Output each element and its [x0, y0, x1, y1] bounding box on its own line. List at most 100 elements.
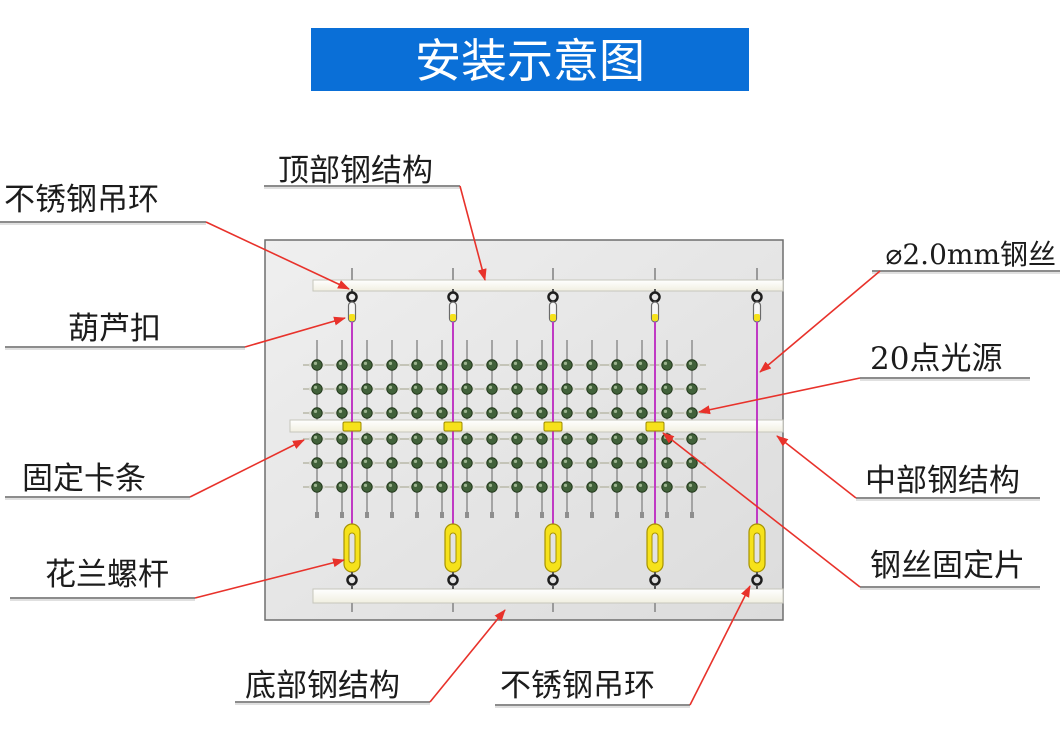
light-point: [661, 359, 673, 371]
light-point: [336, 383, 348, 395]
light-point-highlight: [513, 385, 518, 389]
light-point-highlight: [463, 483, 468, 487]
bottom-hanging-ring: [447, 574, 459, 586]
light-point: [686, 433, 698, 445]
page-title: 安装示意图: [415, 34, 645, 88]
light-point: [511, 457, 523, 469]
light-point: [461, 383, 473, 395]
light-point-highlight: [613, 459, 618, 463]
light-point-highlight: [388, 483, 393, 487]
light-point-highlight: [438, 409, 443, 413]
light-point: [311, 433, 323, 445]
light-point-highlight: [663, 361, 668, 365]
callout-top-structure: 顶部钢结构: [264, 153, 487, 281]
gourd-buckle-latch: [550, 314, 556, 321]
light-point-highlight: [588, 385, 593, 389]
grid-stem-end: [490, 512, 494, 518]
light-points: [309, 359, 700, 493]
light-point-highlight: [538, 459, 543, 463]
light-point: [611, 457, 623, 469]
light-point: [461, 457, 473, 469]
callout-fixing-strip: 固定卡条: [5, 439, 305, 500]
turnbuckle-slot: [753, 532, 761, 564]
callout-top-ring: 不锈钢吊环: [0, 182, 350, 290]
label-middle-structure: 中部钢结构: [865, 463, 1020, 499]
light-point: [561, 359, 573, 371]
grid-stem-end: [515, 512, 519, 518]
callout-gourd-buckle: 葫芦扣: [5, 311, 346, 350]
light-point-highlight: [313, 361, 318, 365]
light-point-highlight: [413, 483, 418, 487]
light-point-highlight: [488, 435, 493, 439]
turnbuckle-slot: [449, 532, 457, 564]
light-point: [661, 383, 673, 395]
light-point: [611, 481, 623, 493]
light-point-highlight: [338, 385, 343, 389]
light-point-highlight: [313, 459, 318, 463]
light-point-highlight: [413, 409, 418, 413]
light-point: [686, 383, 698, 395]
gourd-buckle-latch: [450, 314, 456, 321]
label-gourd-buckle: 葫芦扣: [68, 311, 161, 347]
light-point: [561, 383, 573, 395]
light-point-highlight: [513, 459, 518, 463]
top-steel-structure: [312, 279, 784, 292]
light-point: [636, 359, 648, 371]
bottom-hanging-ring: [547, 574, 559, 586]
grid-stem-end: [340, 512, 344, 518]
light-point-highlight: [513, 483, 518, 487]
light-point-highlight: [613, 435, 618, 439]
grid-stem-end: [565, 512, 569, 518]
light-point-highlight: [463, 435, 468, 439]
light-point-highlight: [513, 435, 518, 439]
wire-fixing-plate: [342, 421, 362, 432]
light-point: [636, 433, 648, 445]
callout-wire-fixing-plate: 钢丝固定片: [662, 432, 1040, 590]
leader-bottom-structure: [429, 609, 506, 703]
callout-bottom-ring: 不锈钢吊环: [495, 585, 751, 708]
light-point-highlight: [663, 483, 668, 487]
light-point-highlight: [688, 385, 693, 389]
wire-fixing-plate: [543, 421, 563, 432]
wire-hardware: [342, 268, 766, 612]
light-point-highlight: [388, 435, 393, 439]
light-point: [411, 457, 423, 469]
light-point-highlight: [663, 409, 668, 413]
light-point: [561, 481, 573, 493]
light-point-highlight: [463, 385, 468, 389]
light-point: [361, 457, 373, 469]
light-point-highlight: [588, 361, 593, 365]
light-point: [586, 407, 598, 419]
light-point-highlight: [438, 385, 443, 389]
gourd-buckle-latch: [652, 314, 658, 321]
light-point: [311, 457, 323, 469]
light-point: [311, 481, 323, 493]
label-top-ring: 不锈钢吊环: [4, 182, 159, 218]
light-point-highlight: [513, 409, 518, 413]
light-point: [386, 407, 398, 419]
light-point-highlight: [613, 409, 618, 413]
light-point-highlight: [413, 459, 418, 463]
label-steel-wire: ⌀2.0mm钢丝: [886, 238, 1057, 271]
light-point: [511, 407, 523, 419]
light-point-highlight: [563, 361, 568, 365]
light-point: [611, 433, 623, 445]
light-point: [636, 407, 648, 419]
light-point-highlight: [688, 361, 693, 365]
light-point: [511, 359, 523, 371]
light-point-highlight: [463, 361, 468, 365]
light-point-highlight: [413, 385, 418, 389]
light-point: [586, 457, 598, 469]
grid-stem-end: [690, 512, 694, 518]
light-point: [661, 407, 673, 419]
bottom-hanging-ring: [346, 574, 358, 586]
light-point-highlight: [563, 385, 568, 389]
light-point-highlight: [538, 409, 543, 413]
light-point: [311, 383, 323, 395]
light-point: [611, 407, 623, 419]
light-point-highlight: [488, 459, 493, 463]
light-point: [561, 407, 573, 419]
light-point-highlight: [388, 385, 393, 389]
turnbuckle-slot: [348, 532, 356, 564]
light-point-highlight: [363, 385, 368, 389]
